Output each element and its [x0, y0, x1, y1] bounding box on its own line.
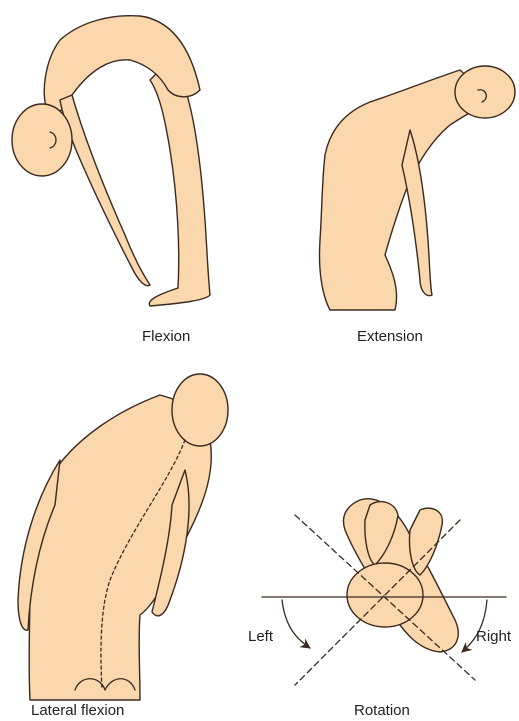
caption-lateral-flexion: Lateral flexion	[31, 702, 124, 719]
caption-flexion: Flexion	[142, 328, 190, 345]
extension-arm	[402, 130, 432, 296]
rotation-figure	[262, 499, 506, 685]
flexion-head	[12, 104, 72, 176]
lateral-flexion-figure	[18, 374, 228, 700]
flexion-figure	[12, 16, 210, 306]
caption-rotation: Rotation	[354, 702, 410, 719]
lateral-flexion-head	[172, 374, 228, 446]
flexion-arm	[60, 95, 150, 286]
caption-extension: Extension	[357, 328, 423, 345]
rotation-left-arrow	[282, 600, 310, 648]
extension-figure	[319, 66, 515, 310]
rotation-left-label: Left	[248, 628, 273, 645]
rotation-right-label: Right	[476, 628, 511, 645]
